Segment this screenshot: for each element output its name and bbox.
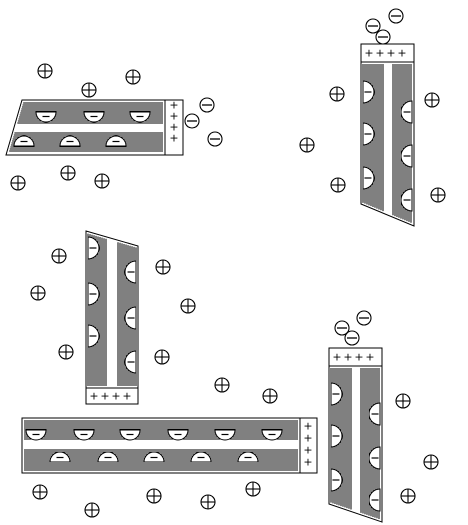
panel-top-left: ++++ — [6, 64, 222, 190]
free-cation — [425, 93, 439, 107]
free-cation — [424, 455, 438, 469]
free-cation — [52, 249, 66, 263]
bound-positive-charge: + — [375, 47, 384, 60]
bound-positive-charge: + — [386, 47, 395, 60]
free-cation — [95, 174, 109, 188]
free-anion — [185, 114, 199, 128]
panel-outline — [22, 418, 317, 473]
free-cation — [181, 299, 195, 313]
free-cation — [331, 178, 345, 192]
free-cation — [31, 286, 45, 300]
panel-bottom-right: ++++ — [329, 311, 438, 522]
free-anion — [376, 30, 390, 44]
free-anion — [366, 19, 380, 33]
bound-positive-charge: + — [169, 132, 178, 145]
free-cation — [401, 489, 415, 503]
free-anion — [389, 9, 403, 23]
free-cation — [85, 503, 99, 517]
free-cation — [11, 176, 25, 190]
free-anion — [200, 98, 214, 112]
bound-positive-charge: + — [100, 390, 109, 403]
free-cation — [431, 188, 445, 202]
bound-positive-charge: + — [397, 47, 406, 60]
free-anion — [208, 132, 222, 146]
free-cation — [330, 87, 344, 101]
panel-middle-left: ++++ — [31, 231, 195, 404]
free-cation — [38, 64, 52, 78]
bound-positive-charge: + — [354, 351, 363, 364]
free-cation — [82, 83, 96, 97]
free-cation — [201, 495, 215, 509]
free-cation — [300, 138, 314, 152]
free-cation — [59, 345, 73, 359]
free-anion — [357, 311, 371, 325]
bound-positive-charge: + — [111, 390, 120, 403]
free-cation — [155, 350, 169, 364]
free-cation — [263, 389, 277, 403]
bound-positive-charge: + — [343, 351, 352, 364]
free-cation — [156, 260, 170, 274]
bound-positive-charge: + — [332, 351, 341, 364]
bound-positive-charge: + — [303, 456, 312, 469]
free-cation — [215, 378, 229, 392]
bound-positive-charge: + — [364, 47, 373, 60]
free-cation — [126, 70, 140, 84]
free-cation — [61, 166, 75, 180]
free-anion — [345, 331, 359, 345]
free-cation — [33, 485, 47, 499]
bound-positive-charge: + — [122, 390, 131, 403]
bound-positive-charge: + — [89, 390, 98, 403]
panel-top-right: ++++ — [300, 9, 445, 226]
free-cation — [396, 394, 410, 408]
panel-bottom-left: ++++ — [22, 378, 317, 517]
free-cation — [246, 482, 260, 496]
bound-positive-charge: + — [365, 351, 374, 364]
free-cation — [147, 489, 161, 503]
